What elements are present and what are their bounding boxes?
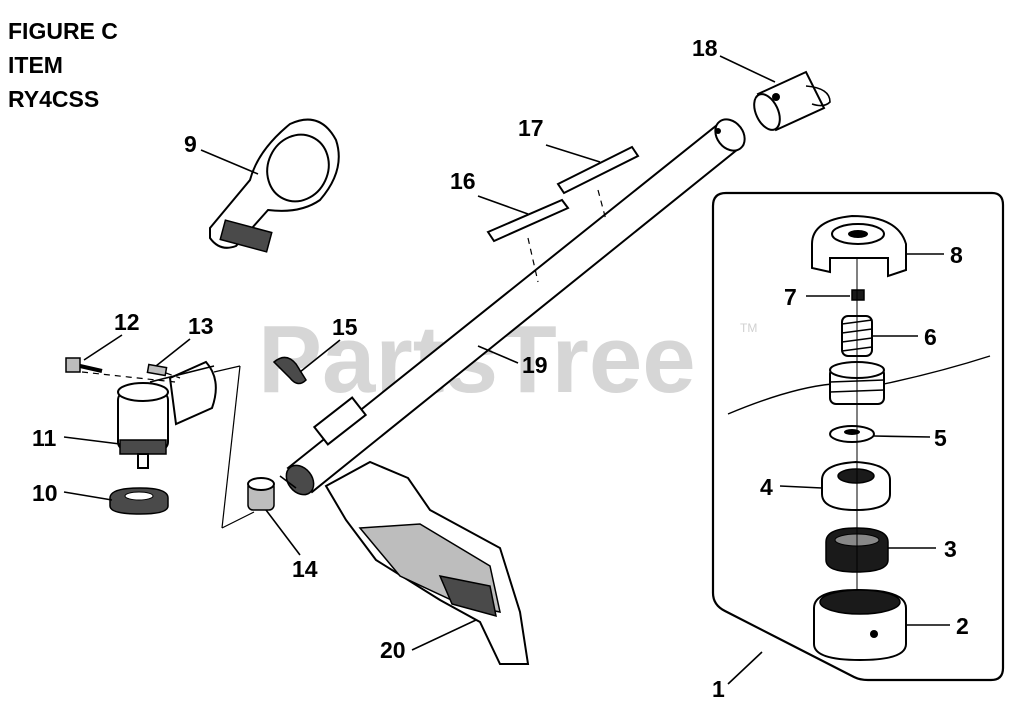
gear-head-part[interactable] xyxy=(117,360,217,469)
callout-15: 15 xyxy=(332,314,358,340)
pin-part[interactable] xyxy=(146,363,168,377)
callout-19: 19 xyxy=(522,352,548,378)
callout-17: 17 xyxy=(518,115,544,141)
callout-11: 11 xyxy=(32,425,57,451)
bearing-part[interactable] xyxy=(829,425,875,443)
label-decal-17[interactable] xyxy=(556,145,640,221)
callout-4: 4 xyxy=(760,474,773,500)
bolt-part[interactable] xyxy=(65,357,103,373)
handle-part[interactable] xyxy=(209,118,340,253)
bushing-part[interactable] xyxy=(247,477,275,511)
callout-6: 6 xyxy=(924,324,937,350)
callout-3: 3 xyxy=(944,536,957,562)
callout-14: 14 xyxy=(292,556,318,582)
nut-part[interactable] xyxy=(851,289,865,301)
wing-screw-part[interactable] xyxy=(272,356,307,385)
guard-part[interactable] xyxy=(324,460,530,665)
watermark-tm: TM xyxy=(740,321,757,335)
housing-part[interactable] xyxy=(813,588,907,662)
callout-16: 16 xyxy=(450,168,476,194)
callout-20: 20 xyxy=(380,637,406,663)
head-assembly-box xyxy=(711,191,1005,682)
callout-1: 1 xyxy=(712,676,725,702)
shaft-part[interactable] xyxy=(279,114,751,500)
callout-8: 8 xyxy=(950,242,963,268)
label-decal-16[interactable] xyxy=(486,198,570,283)
model-label: RY4CSS xyxy=(8,86,100,112)
callout-2: 2 xyxy=(956,613,969,639)
callout-7: 7 xyxy=(784,284,797,310)
spool-housing-part[interactable] xyxy=(821,460,891,512)
figure-label: FIGURE C xyxy=(8,18,118,44)
callout-12: 12 xyxy=(114,309,140,335)
callout-9: 9 xyxy=(184,131,197,157)
callout-13: 13 xyxy=(188,313,214,339)
callout-18: 18 xyxy=(692,35,718,61)
callout-5: 5 xyxy=(934,425,947,451)
callout-10: 10 xyxy=(32,480,58,506)
item-label: ITEM xyxy=(8,52,63,78)
spool-cover-part[interactable] xyxy=(811,214,907,278)
end-cap-part[interactable] xyxy=(749,70,831,134)
washer-part[interactable] xyxy=(109,487,169,515)
